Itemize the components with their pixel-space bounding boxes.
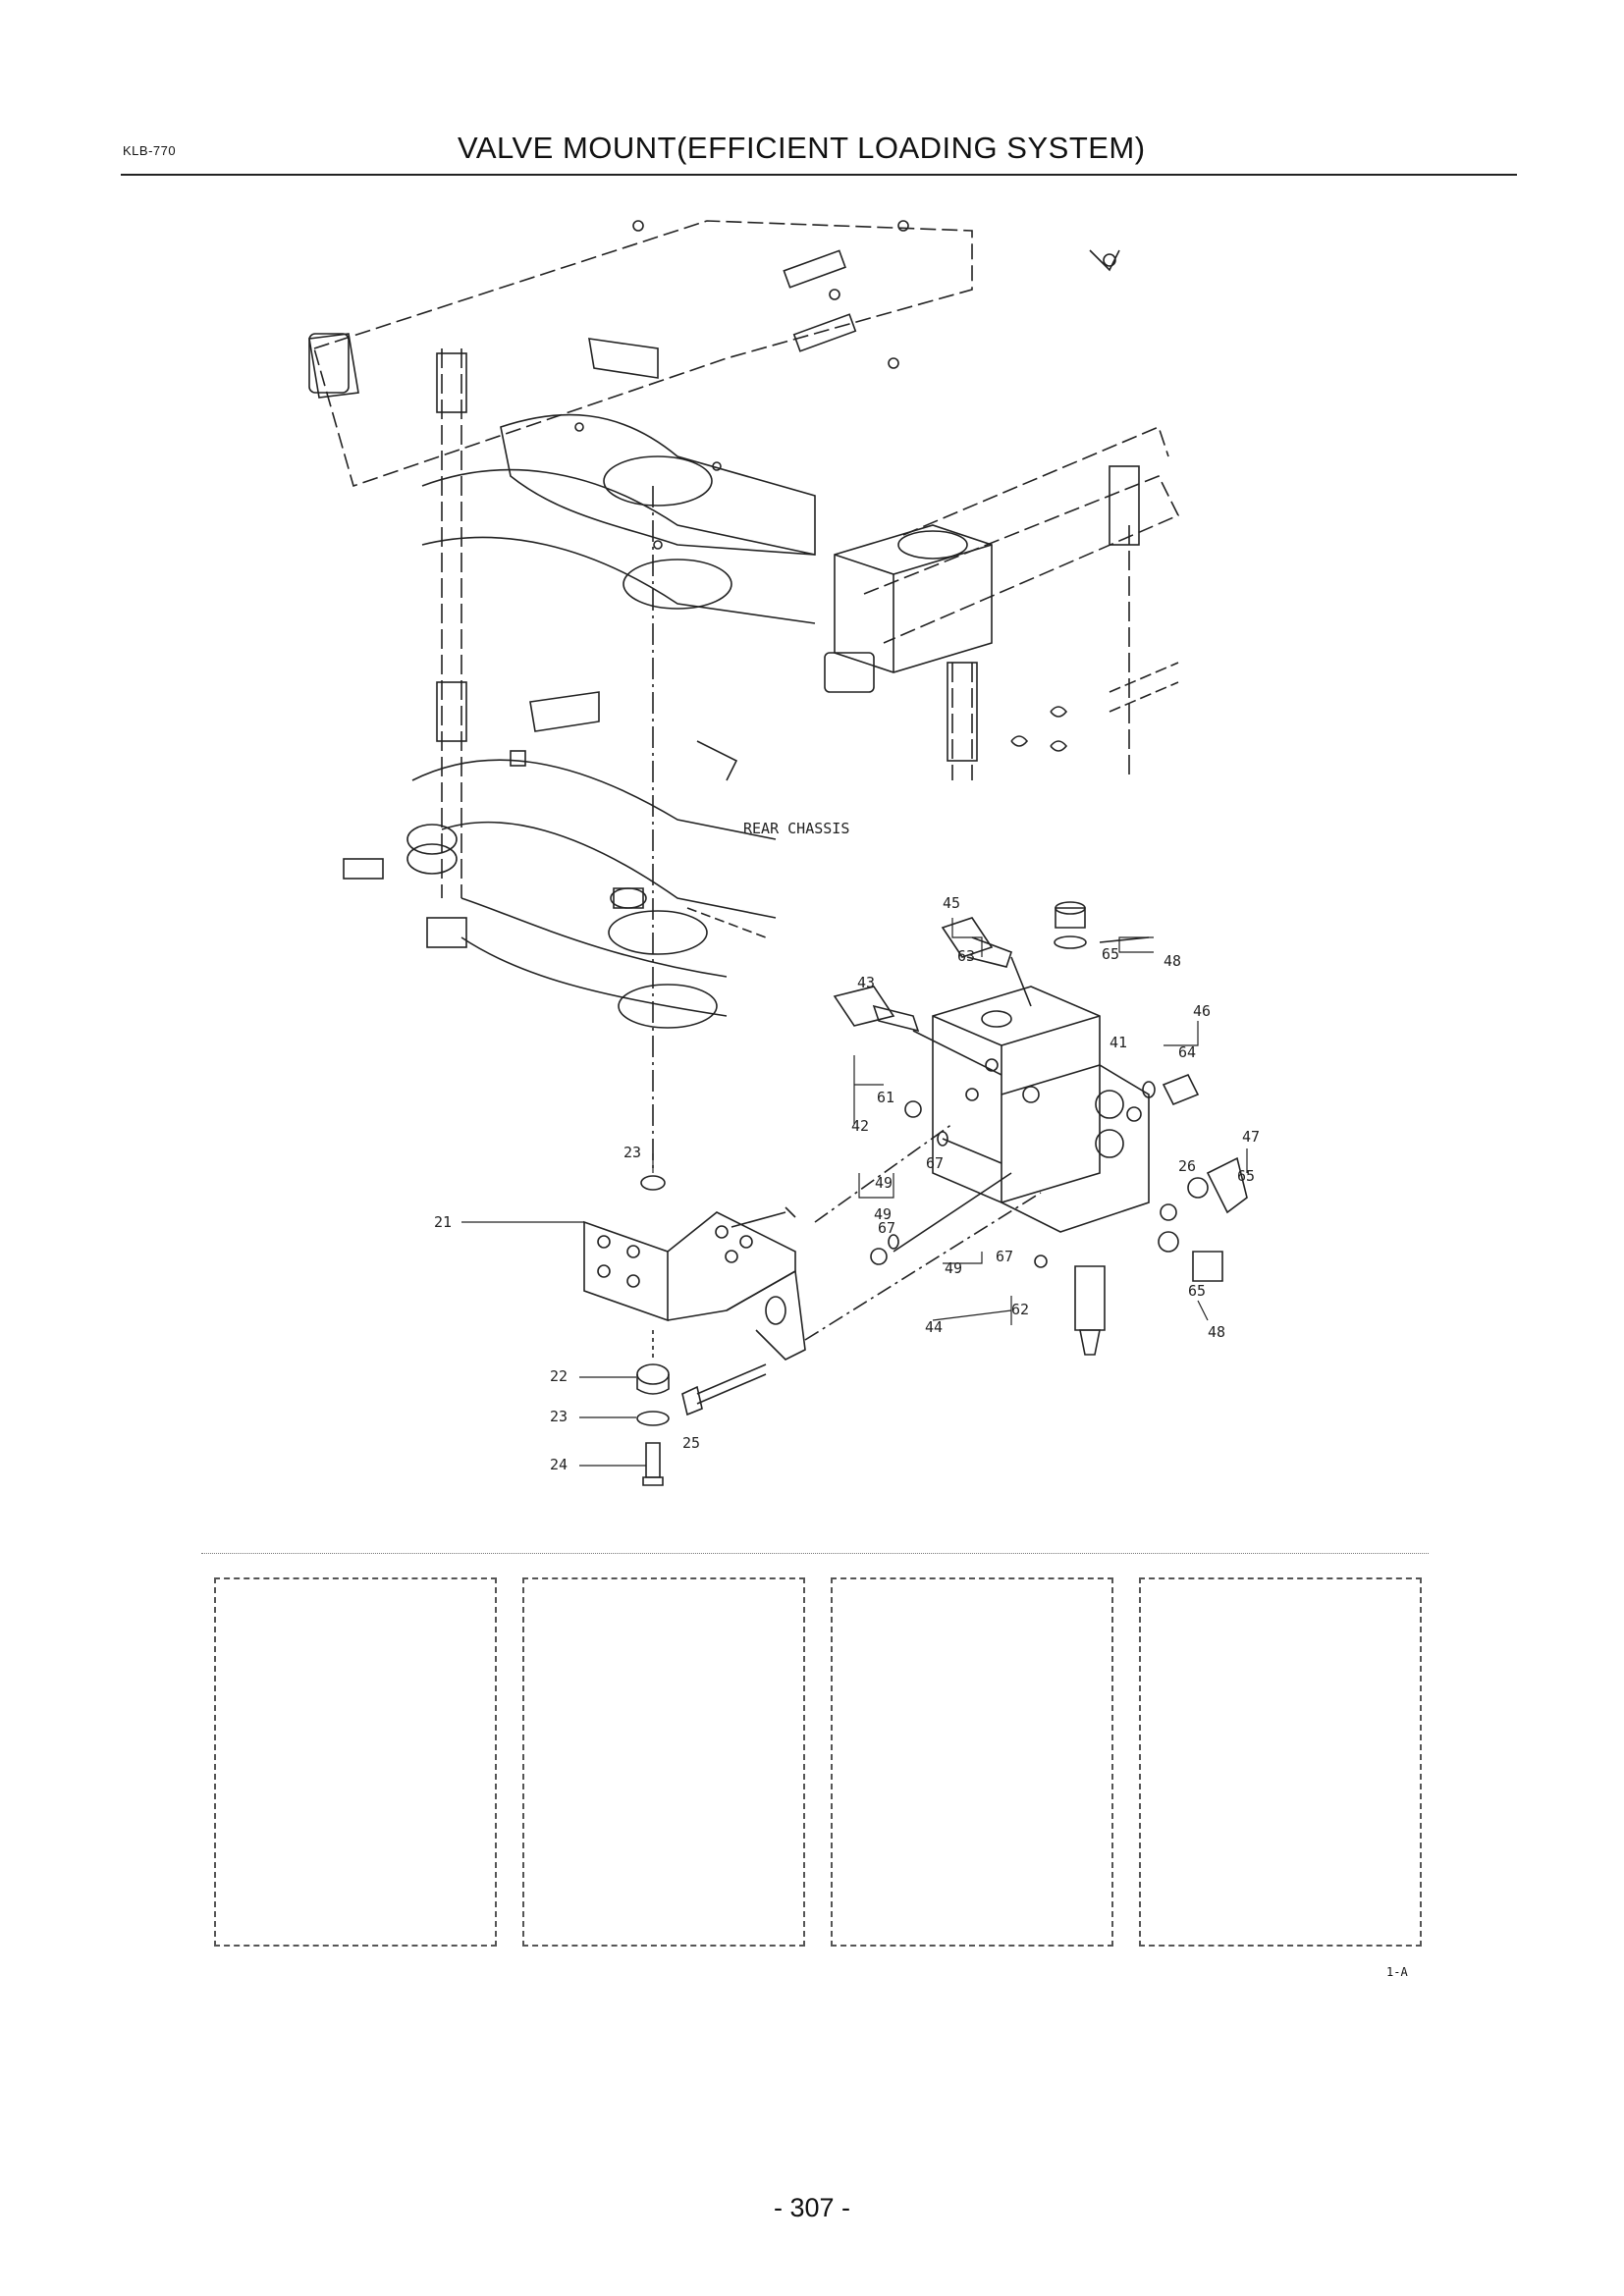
callout-67: 67 (926, 1154, 944, 1172)
callout-44: 44 (925, 1318, 943, 1336)
callout-61: 61 (877, 1089, 894, 1106)
callout-49: 49 (875, 1174, 893, 1192)
callout-42: 42 (851, 1117, 869, 1135)
callout-leaders (461, 918, 1248, 1467)
note-box (214, 1577, 497, 1947)
title-divider (121, 174, 1517, 176)
valve-block-drawing (833, 901, 1248, 1356)
callout-62: 62 (1011, 1301, 1029, 1318)
callout-labels: REAR CHASSIS 21 22 23 23 24 25 26 41 42 … (434, 820, 1260, 1473)
callout-65: 65 (1188, 1282, 1206, 1300)
exploded-parts-diagram: REAR CHASSIS 21 22 23 23 24 25 26 41 42 … (265, 220, 1260, 1507)
note-box (831, 1577, 1113, 1947)
callout-65: 65 (1102, 945, 1119, 963)
callout-45: 45 (943, 894, 960, 912)
callout-67: 67 (996, 1248, 1013, 1265)
callout-63: 63 (957, 947, 975, 965)
chassis-label: REAR CHASSIS (743, 820, 849, 837)
page-title: VALVE MOUNT(EFFICIENT LOADING SYSTEM) (458, 131, 1146, 165)
valve-bracket-drawing (583, 1123, 1042, 1486)
notes-panel (214, 1577, 1422, 1950)
page-number: - 307 - (773, 2193, 851, 2222)
note-box (1139, 1577, 1422, 1947)
callout-46: 46 (1193, 1002, 1211, 1020)
rear-chassis-drawing (308, 220, 1180, 1173)
callout-25: 25 (682, 1434, 700, 1452)
callout-23: 23 (623, 1144, 641, 1161)
section-divider (201, 1553, 1429, 1554)
callout-41: 41 (1110, 1034, 1127, 1051)
callout-24: 24 (550, 1456, 568, 1473)
callout-23: 23 (550, 1408, 568, 1425)
callout-49: 49 (945, 1259, 962, 1277)
callout-21: 21 (434, 1213, 452, 1231)
figure-reference: 1-A (1386, 1965, 1408, 1979)
callout-67: 67 (878, 1219, 895, 1237)
callout-22: 22 (550, 1367, 568, 1385)
callout-49: 49 (874, 1205, 892, 1223)
callout-47: 47 (1242, 1128, 1260, 1146)
note-box (522, 1577, 805, 1947)
callout-43: 43 (857, 974, 875, 991)
callout-65: 65 (1237, 1167, 1255, 1185)
model-code: KLB-770 (123, 143, 177, 158)
callout-48: 48 (1164, 952, 1181, 970)
callout-48: 48 (1208, 1323, 1225, 1341)
callout-26: 26 (1178, 1157, 1196, 1175)
callout-64: 64 (1178, 1043, 1196, 1061)
